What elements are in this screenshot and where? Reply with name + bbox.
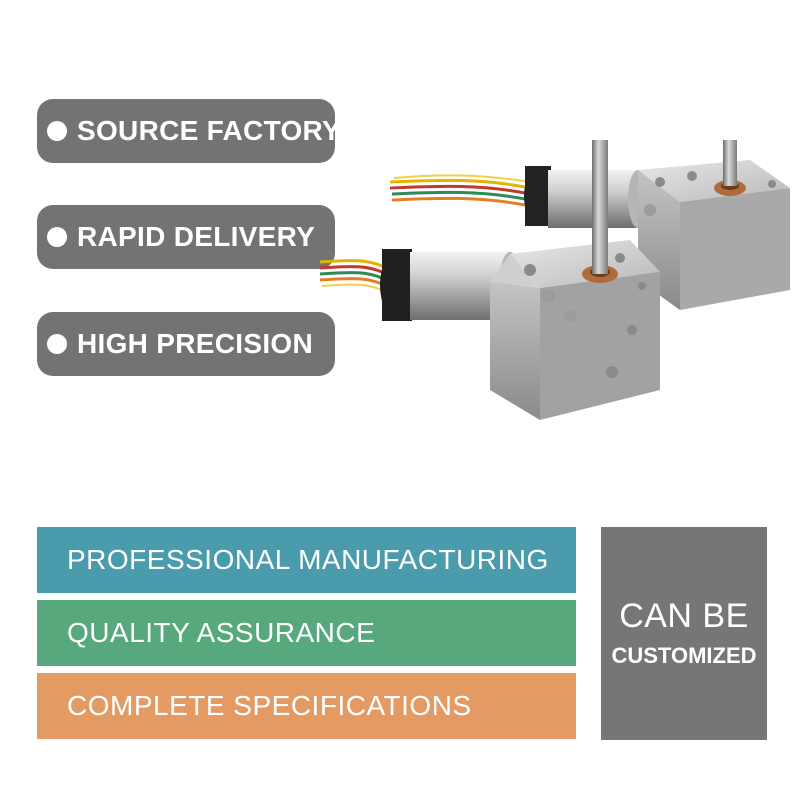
custom-line-2: CUSTOMIZED xyxy=(611,642,757,668)
custom-line-1: CAN BE xyxy=(619,596,749,635)
banner-label: COMPLETE SPECIFICATIONS xyxy=(67,690,472,721)
banner-professional-manufacturing: PROFESSIONAL MANUFACTURING xyxy=(37,527,576,593)
banner-label: PROFESSIONAL MANUFACTURING xyxy=(67,544,549,575)
banner-complete-specifications: COMPLETE SPECIFICATIONS xyxy=(37,673,576,739)
customization-box: CAN BE CUSTOMIZED xyxy=(601,527,767,740)
feature-pill-source-factory: SOURCE FACTORY xyxy=(37,99,341,163)
feature-label: HIGH PRECISION xyxy=(77,328,314,359)
bullet-dot-icon xyxy=(47,121,67,141)
bullet-dot-icon xyxy=(47,334,67,354)
feature-pill-high-precision: HIGH PRECISION xyxy=(37,312,335,376)
banner-quality-assurance: QUALITY ASSURANCE xyxy=(37,600,576,666)
feature-label: RAPID DELIVERY xyxy=(77,221,316,252)
feature-label: SOURCE FACTORY xyxy=(77,115,342,146)
banner-label: QUALITY ASSURANCE xyxy=(67,617,376,648)
product-image-worm-gear-motors xyxy=(320,140,790,420)
motor-front xyxy=(320,140,660,420)
feature-pill-rapid-delivery: RAPID DELIVERY xyxy=(37,205,335,269)
bullet-dot-icon xyxy=(47,227,67,247)
